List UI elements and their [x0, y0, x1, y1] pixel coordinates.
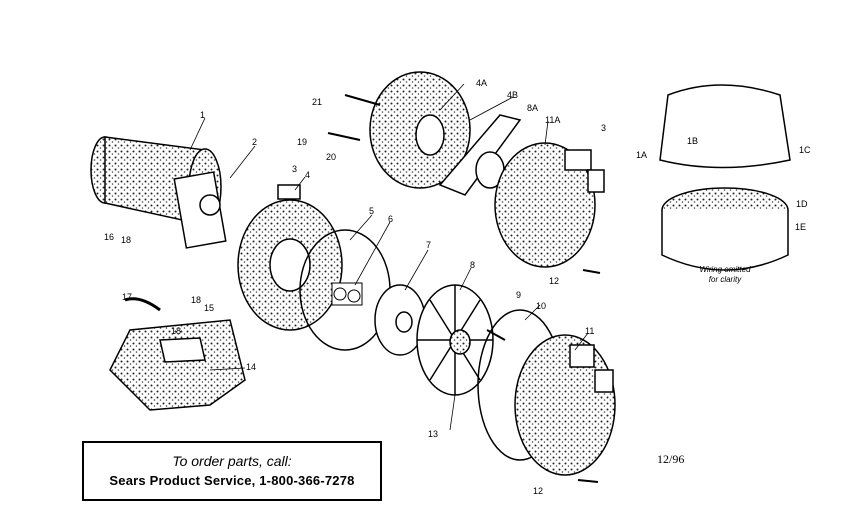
seal-plate-part: [237, 184, 343, 331]
label-18c: 18: [171, 326, 181, 336]
part-labels: 1 2 3 4 5 6 7 8 9 10 11 12 13 14 15 16 1…: [104, 78, 811, 496]
svg-text:Wiring omitted: Wiring omitted: [699, 265, 751, 274]
svg-text:for clarity: for clarity: [709, 275, 742, 284]
label-1e: 1E: [795, 222, 806, 232]
label-9: 9: [516, 290, 521, 300]
label-15: 15: [204, 303, 214, 313]
label-11: 11: [585, 326, 594, 336]
label-12: 12: [533, 486, 543, 496]
screws: [327, 94, 601, 483]
inset-note: Wiring omitted for clarity: [699, 265, 751, 284]
upper-seal-plate-part: [369, 71, 471, 189]
label-3b: 3: [601, 123, 606, 133]
label-21: 21: [312, 97, 322, 107]
label-16: 16: [104, 232, 114, 242]
seal-part: [331, 282, 363, 306]
label-1d: 1D: [796, 199, 808, 209]
impeller-part: [416, 284, 494, 396]
label-1a: 1A: [636, 150, 647, 160]
clip-part: [124, 297, 161, 312]
callout-line-1: To order parts, call:: [172, 453, 292, 469]
label-18: 18: [121, 235, 131, 245]
diffuser-part: [374, 284, 426, 356]
date-code: 12/96: [657, 452, 685, 466]
label-4a: 4A: [476, 78, 487, 88]
label-8: 8: [470, 260, 475, 270]
label-2: 2: [252, 137, 257, 147]
label-17: 17: [122, 292, 132, 302]
upper-housing-part: [494, 142, 605, 268]
label-6: 6: [388, 214, 393, 224]
label-13: 13: [428, 429, 438, 439]
label-5: 5: [369, 206, 374, 216]
label-19: 19: [297, 137, 307, 147]
base-part: [109, 319, 246, 411]
label-1: 1: [200, 110, 205, 120]
label-8a: 8A: [527, 103, 538, 113]
label-4b: 4B: [507, 90, 518, 100]
label-7: 7: [426, 240, 431, 250]
label-14: 14: [246, 362, 256, 372]
label-3: 3: [292, 164, 297, 174]
label-1b: 1B: [687, 136, 698, 146]
leader-lines: [189, 83, 589, 431]
label-11a: 11A: [545, 115, 560, 125]
motor-part: [90, 136, 227, 249]
label-4: 4: [305, 170, 310, 180]
label-10: 10: [536, 301, 546, 311]
control-box-inset: [659, 84, 791, 271]
upper-diffuser-part: [438, 114, 522, 196]
order-parts-callout: To order parts, call: Sears Product Serv…: [82, 441, 382, 501]
pump-housing-part: [514, 334, 616, 476]
callout-line-2: Sears Product Service, 1-800-366-7278: [109, 473, 355, 488]
label-18b: 18: [191, 295, 201, 305]
label-20: 20: [326, 152, 336, 162]
label-1c: 1C: [799, 145, 811, 155]
label-12b: 12: [549, 276, 559, 286]
